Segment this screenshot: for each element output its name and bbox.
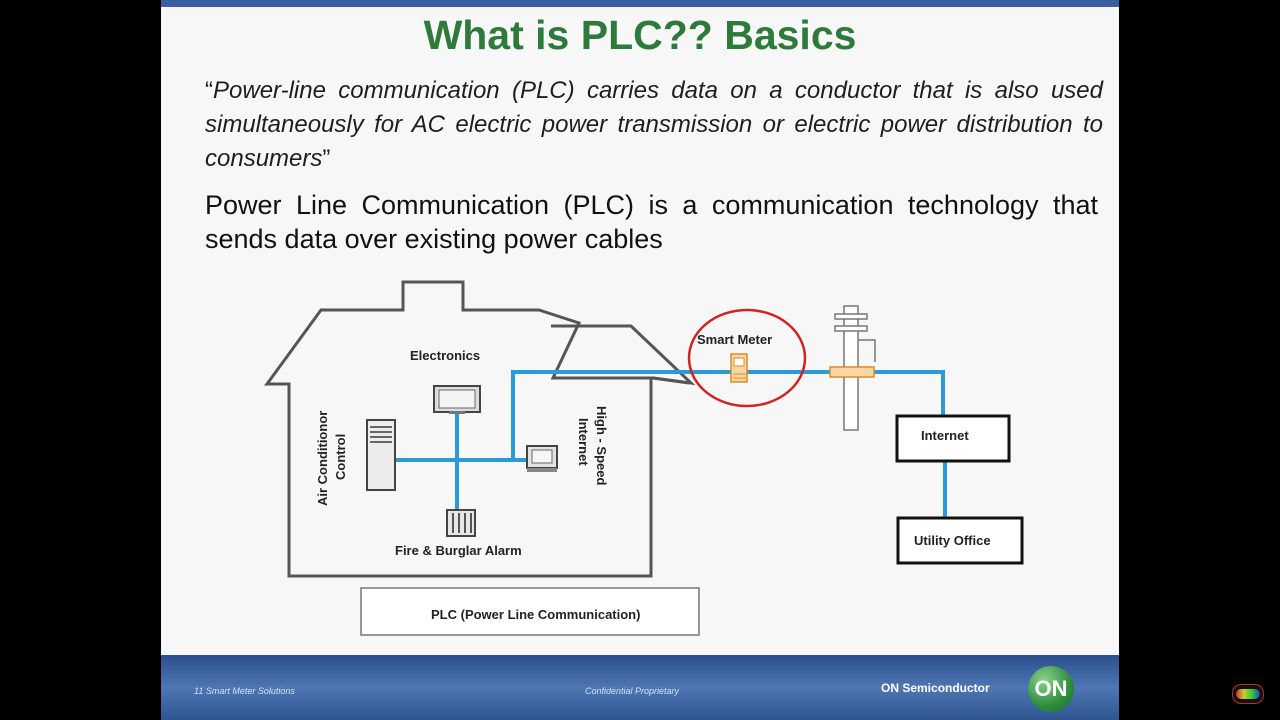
utility-pole-icon <box>829 305 876 431</box>
footer-center-text: Confidential Proprietary <box>585 686 680 696</box>
quote-paragraph: “Power-line communication (PLC) carries … <box>205 74 1103 176</box>
utility-office-box <box>896 516 1024 565</box>
house-outline <box>264 280 696 578</box>
on-semiconductor-logo: ON <box>1028 666 1074 712</box>
label-fire-alarm: Fire & Burglar Alarm <box>395 543 522 558</box>
quote-text: Power-line communication (PLC) carries d… <box>205 77 1103 172</box>
channel-badge-icon <box>1232 684 1264 704</box>
legend-label: PLC (Power Line Communication) <box>431 607 640 622</box>
footer-brand: ON Semiconductor <box>881 681 990 695</box>
legend-box <box>360 587 700 636</box>
quote-close-mark: ” <box>322 145 331 172</box>
slide: What is PLC?? Basics “Power-line communi… <box>161 0 1119 720</box>
definition-paragraph: Power Line Communication (PLC) is a comm… <box>205 190 1098 254</box>
slide-footer: 11 Smart Meter Solutions Confidential Pr… <box>161 655 1119 720</box>
electronics-monitor-icon <box>433 385 481 414</box>
slide-title: What is PLC?? Basics <box>423 12 857 58</box>
internet-box <box>895 414 1011 463</box>
smart-meter-highlight-circle <box>687 308 807 408</box>
slide-top-bar <box>161 0 1119 7</box>
label-internet-box: Internet <box>921 428 969 443</box>
quote-open-mark: “ <box>205 77 213 104</box>
fire-alarm-icon <box>446 509 476 537</box>
internet-computer-icon <box>526 445 558 472</box>
air-conditioner-icon <box>366 419 396 491</box>
footer-left-text: 11 Smart Meter Solutions <box>194 686 295 696</box>
label-smart-meter: Smart Meter <box>697 332 772 347</box>
label-utility-office: Utility Office <box>914 533 991 548</box>
label-electronics: Electronics <box>410 348 480 363</box>
smart-meter-icon <box>730 353 748 383</box>
label-high-speed-internet: High - SpeedInternet <box>576 406 609 486</box>
